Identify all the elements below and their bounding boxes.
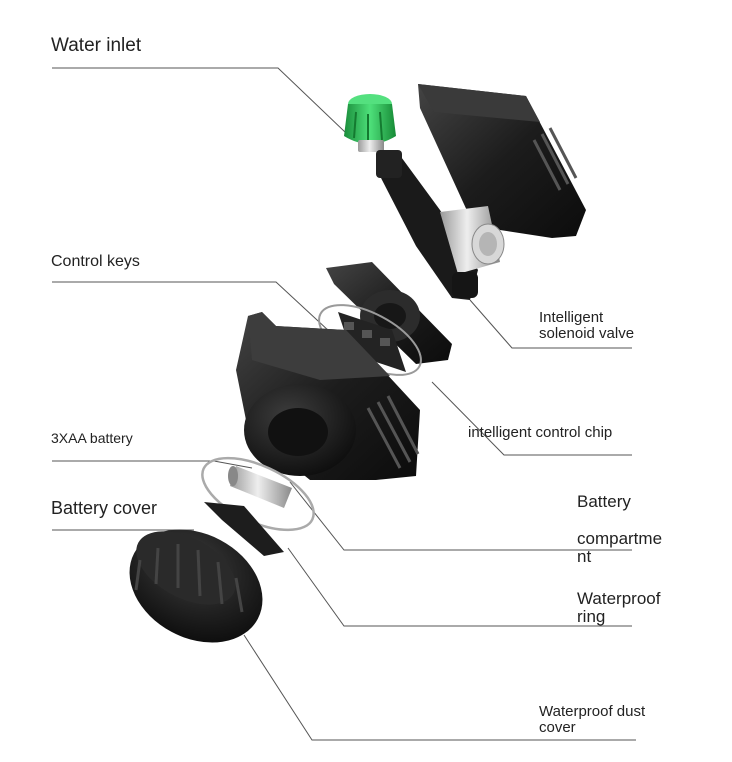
leader-solenoid-valve — [469, 299, 632, 349]
label-battery-cover: Battery cover — [51, 498, 158, 518]
label-water-inlet: Water inlet — [51, 35, 142, 56]
battery-cover — [204, 502, 284, 556]
label-control-keys: Control keys — [51, 253, 140, 270]
leader-control-keys — [52, 281, 331, 333]
leader-control-chip — [431, 381, 632, 456]
leader-water-inlet — [52, 67, 346, 133]
label-waterproof-ring-line1: Waterproof — [577, 589, 661, 608]
label-dust-cover-line2: cover — [539, 719, 576, 736]
solenoid-valve — [376, 150, 505, 300]
label-solenoid-valve-line2: solenoid valve — [539, 325, 635, 342]
label-control-chip: intelligent control chip — [468, 424, 613, 441]
leader-lines — [52, 67, 636, 741]
valve-housing — [418, 84, 586, 238]
label-solenoid-valve-line1: Intelligent — [539, 309, 604, 326]
label-waterproof-ring-line2: ring — [577, 607, 606, 626]
label-battery-compartment-line2: compartme — [577, 529, 663, 548]
leader-3xaa-battery — [52, 460, 253, 469]
water-inlet-connector — [344, 94, 396, 152]
label-3xaa-battery: 3XAA battery — [51, 430, 133, 446]
battery-compartment-body — [236, 312, 420, 480]
leader-waterproof-ring — [287, 547, 632, 627]
leader-dust-cover — [243, 634, 636, 741]
label-battery-compartment-line3: nt — [577, 547, 592, 566]
label-dust-cover-line1: Waterproof dust — [539, 703, 646, 720]
waterproof-dust-cover — [129, 529, 263, 643]
leader-battery-compartment — [289, 481, 632, 551]
label-battery-compartment-line1: Battery — [577, 492, 631, 511]
